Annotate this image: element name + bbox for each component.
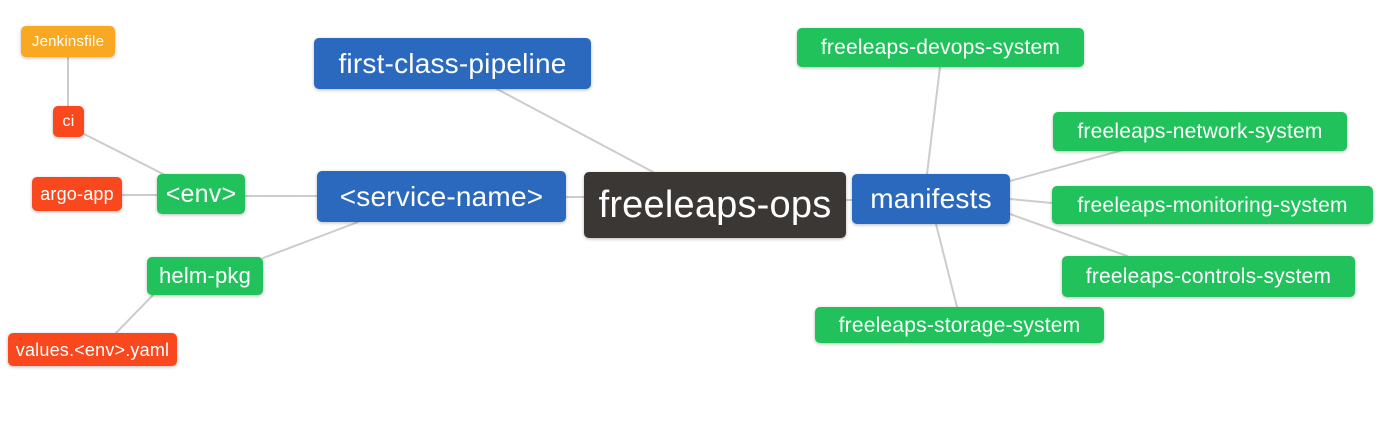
node-storage-system: freeleaps-storage-system xyxy=(815,307,1104,343)
node-devops-system: freeleaps-devops-system xyxy=(797,28,1084,67)
node-helm-pkg: helm-pkg xyxy=(147,257,263,295)
edge-manifests-devops-system xyxy=(926,66,941,175)
edge-manifests-controls-system xyxy=(1009,213,1128,257)
node-controls-system: freeleaps-controls-system xyxy=(1062,256,1355,297)
node-service-name: <service-name> xyxy=(317,171,566,222)
edge-values-env-yaml-helm-pkg xyxy=(115,294,154,334)
edge-manifests-network-system xyxy=(1009,149,1124,182)
node-first-class-pipeline: first-class-pipeline xyxy=(314,38,591,89)
edge-first-class-pipeline-freeleaps-ops xyxy=(496,88,654,173)
node-freeleaps-ops: freeleaps-ops xyxy=(584,172,846,238)
node-ci: ci xyxy=(53,106,84,137)
node-manifests: manifests xyxy=(852,174,1010,224)
edge-ci-env xyxy=(83,133,168,177)
edge-manifests-storage-system xyxy=(935,223,958,308)
node-monitoring-system: freeleaps-monitoring-system xyxy=(1052,186,1373,224)
edge-manifests-monitoring-system xyxy=(1009,198,1053,204)
node-network-system: freeleaps-network-system xyxy=(1053,112,1347,151)
node-env: <env> xyxy=(157,174,245,214)
node-argo-app: argo-app xyxy=(32,177,122,211)
node-jenkinsfile: Jenkinsfile xyxy=(21,26,115,57)
node-values-env-yaml: values.<env>.yaml xyxy=(8,333,177,366)
edge-helm-pkg-service-name xyxy=(262,221,359,259)
